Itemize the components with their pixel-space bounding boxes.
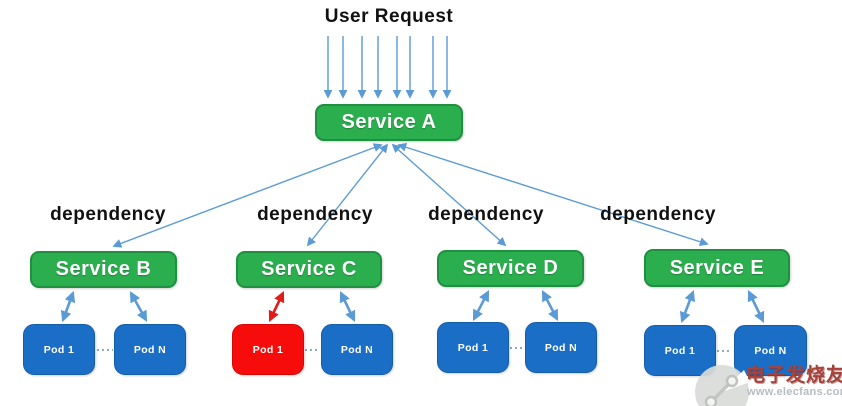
service-a-node: Service A — [315, 104, 463, 141]
watermark: 电子发烧友 www.elecfans.com — [692, 356, 842, 406]
service-d-node: Service D — [437, 250, 584, 287]
dependency-arrow-a-d — [391, 143, 507, 247]
pod-node: Pod 1 — [437, 322, 509, 373]
pod-link-arrows — [60, 289, 765, 324]
pod-ellipsis-connectors — [97, 347, 732, 352]
service-e-node: Service E — [644, 249, 790, 287]
pod-node: Pod 1 — [644, 325, 716, 376]
pod-arrow — [747, 290, 765, 323]
pod-node: Pod N — [321, 324, 393, 375]
dependency-arrow-a-c — [306, 143, 389, 247]
pod-arrow — [541, 290, 559, 321]
user-request-arrows — [323, 36, 452, 99]
elecfans-logo-icon — [695, 365, 750, 406]
pod-arrow — [60, 290, 76, 323]
pod-node: Pod N — [734, 325, 807, 376]
service-c-node: Service C — [236, 251, 382, 288]
user-request-label: User Request — [324, 6, 454, 27]
dependency-arrow-a-e — [397, 142, 709, 247]
service-b-node: Service B — [30, 251, 177, 288]
pod-arrow — [472, 290, 490, 321]
pod-node-failed: Pod 1 — [232, 324, 304, 375]
dependency-label: dependency — [257, 204, 373, 225]
watermark-brand-text: 电子发烧友 — [746, 365, 842, 386]
pod-arrow-alert — [268, 291, 285, 322]
dependency-arrow-a-b — [112, 143, 383, 248]
pod-arrow — [129, 291, 148, 322]
dependency-label: dependency — [428, 204, 544, 225]
pod-node: Pod N — [114, 324, 186, 375]
pod-node: Pod 1 — [23, 324, 95, 375]
pod-arrow — [679, 289, 696, 324]
pod-arrow — [339, 291, 356, 322]
pod-node: Pod N — [525, 322, 597, 373]
watermark-url-text: www.elecfans.com — [747, 386, 842, 398]
service-dependency-arrows — [112, 142, 709, 248]
dependency-label: dependency — [50, 204, 166, 225]
dependency-label: dependency — [600, 204, 716, 225]
